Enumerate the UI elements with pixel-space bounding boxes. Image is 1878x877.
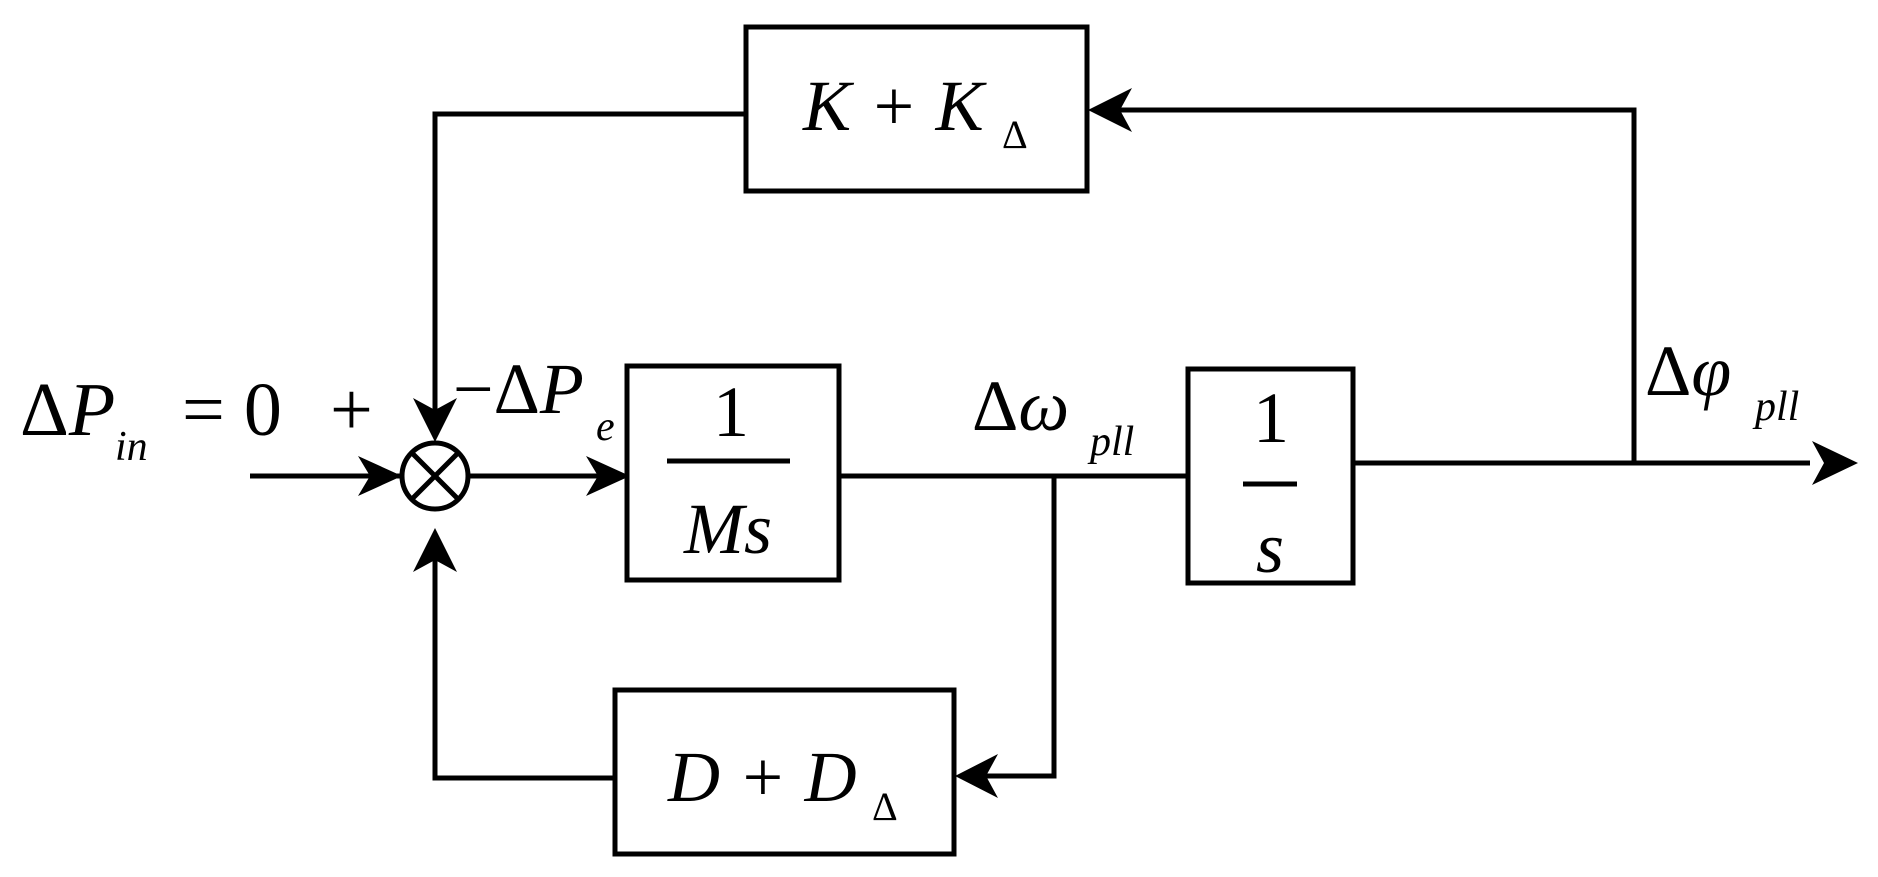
d-block-arrowhead (955, 754, 998, 798)
omega-label: Δω (972, 366, 1069, 446)
summing-junction (399, 440, 471, 512)
input-label: ΔP (20, 368, 115, 452)
inertia-block (624, 363, 842, 583)
phi-label: Δφ (1645, 331, 1731, 411)
ms-numerator: 1 (713, 372, 749, 452)
input-arrowhead (358, 456, 402, 496)
omega-subscript: pll (1087, 419, 1134, 465)
d-block-label: D + D (667, 737, 857, 817)
phi-subscript: pll (1752, 384, 1799, 430)
k-to-sum-path (432, 111, 746, 420)
s-numerator: 1 (1253, 378, 1289, 458)
k-to-sum-arrowhead (413, 398, 457, 442)
d-to-sum-arrowhead (413, 528, 457, 572)
input-value: = 0 (182, 368, 282, 452)
s-denominator: s (1256, 508, 1284, 588)
k-feedback-path (1112, 107, 1637, 463)
k-gain-block (743, 24, 1090, 194)
ms-denominator: Ms (683, 489, 772, 569)
plus-sign: + (330, 368, 373, 452)
k-block-arrowhead (1088, 88, 1132, 132)
input-subscript: in (115, 424, 148, 470)
integrator-block (1185, 366, 1356, 586)
damping-block (612, 687, 957, 857)
minus-pe-subscript: e (596, 404, 615, 450)
output-arrowhead (1812, 441, 1858, 485)
k-block-label: K + K (802, 66, 988, 146)
d-feedback-path (975, 476, 1057, 779)
d-to-sum-path (432, 550, 615, 781)
d-block-subscript: Δ (872, 784, 898, 829)
sum-to-ms-arrowhead (586, 456, 630, 496)
minus-pe-label: −ΔP (453, 349, 584, 429)
k-block-subscript: Δ (1002, 112, 1028, 157)
